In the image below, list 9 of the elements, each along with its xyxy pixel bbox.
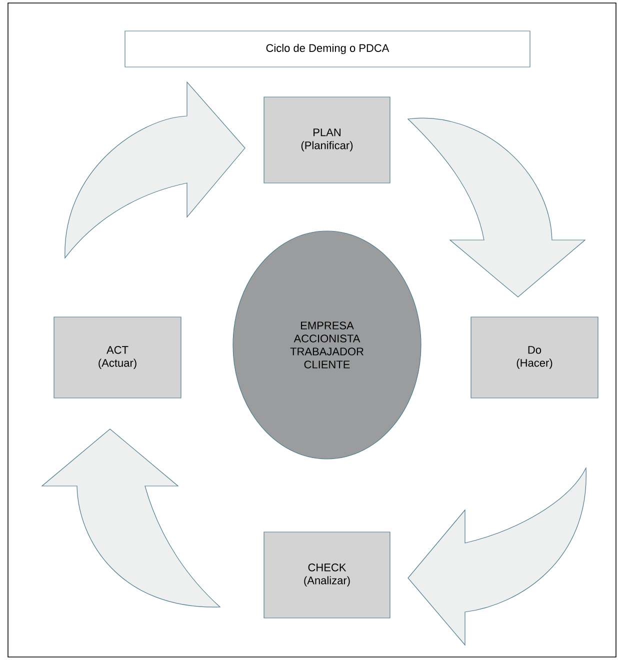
block-arrow: [42, 428, 220, 608]
process-box: ACT (Actuar): [54, 316, 182, 398]
process-box: PLAN (Planificar): [264, 96, 390, 184]
process-box: CHECK (Analizar): [264, 532, 390, 618]
title-box: Ciclo de Deming o PDCA: [124, 30, 530, 68]
block-arrow: [408, 468, 586, 646]
block-arrow: [408, 118, 586, 298]
process-box: Do (Hacer): [470, 316, 598, 398]
block-arrow: [64, 82, 246, 258]
